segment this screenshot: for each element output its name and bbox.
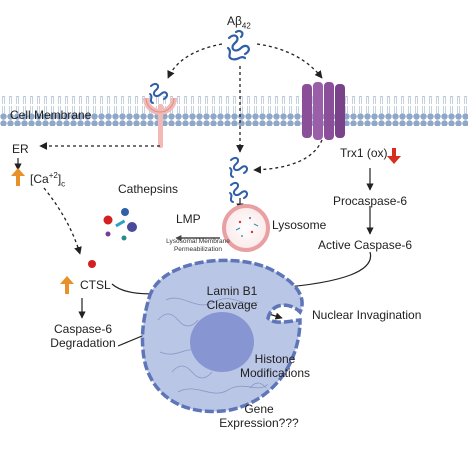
cell-membrane — [0, 96, 468, 126]
gene-expression-label: Gene Expression??? — [219, 402, 299, 430]
lmp-label: LMP — [176, 212, 201, 226]
ctsl-label: CTSL — [80, 278, 111, 292]
caspase-degradation-label: Caspase-6 Degradation — [50, 322, 116, 350]
cathepsins-label: Cathepsins — [118, 182, 179, 196]
histone-modifications-label: Histone Modifications — [239, 352, 311, 380]
lysosome-label: Lysosome — [272, 218, 327, 232]
ion-channel-icon — [302, 82, 345, 140]
nucleus-icon — [140, 258, 304, 414]
abeta-label: Aβ42 — [227, 14, 251, 31]
procaspase-label: Procaspase-6 — [333, 194, 408, 208]
calcium-label: [Ca+2]c — [30, 171, 66, 189]
abeta-protein-icon — [226, 29, 250, 61]
receptor-icon — [143, 97, 177, 148]
abeta-protein-icon — [229, 156, 248, 178]
abeta-protein-icon — [229, 181, 248, 203]
nuclear-invagination-label: Nuclear Invagination — [312, 308, 422, 322]
ctsl-dot — [88, 260, 96, 268]
dashed-arrows — [39, 43, 323, 255]
up-arrow-icon — [11, 168, 25, 186]
down-arrow-icon — [387, 148, 401, 164]
cell-membrane-label: Cell Membrane — [10, 108, 92, 122]
active-caspase-label: Active Caspase-6 — [318, 238, 413, 252]
er-label: ER — [12, 142, 29, 156]
lysosome-icon — [222, 204, 270, 252]
up-arrow-icon — [60, 276, 74, 294]
lamin-cleavage-label: Lamin B1 Cleavage — [206, 284, 258, 312]
abeta-protein-icon — [149, 82, 168, 104]
lmp-full-label: Lysosomal Membrane Permeabilization — [166, 238, 230, 253]
cathepsin-molecules-icon — [103, 208, 137, 241]
trx1-label: Trx1 (ox) — [340, 146, 388, 160]
